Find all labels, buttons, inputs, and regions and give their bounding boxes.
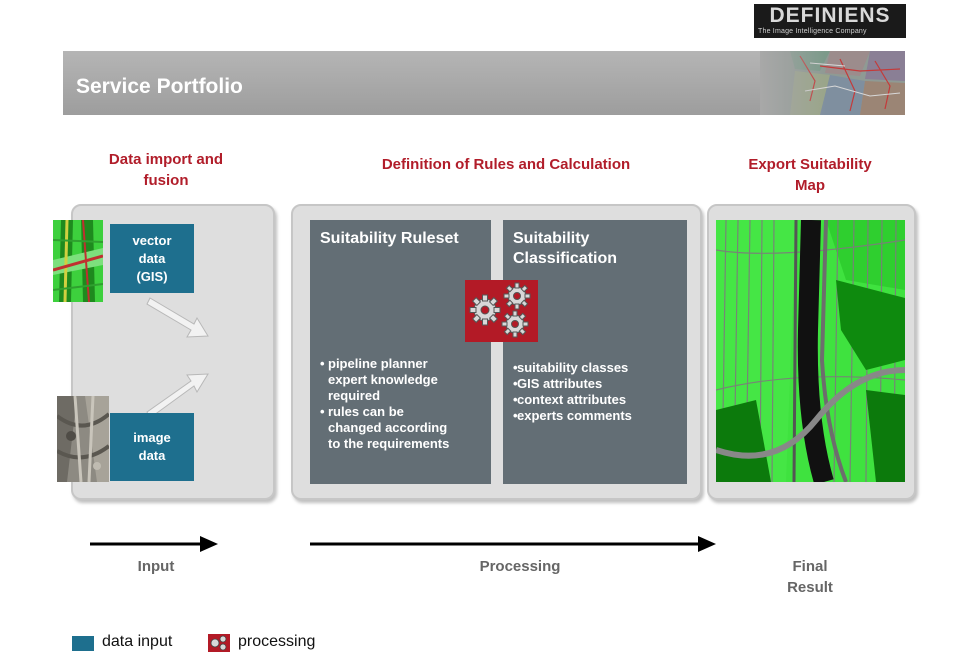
classification-bullet: experts comments (513, 408, 685, 424)
processing-arrow-icon (310, 536, 716, 552)
vector-data-thumbnail (53, 220, 103, 302)
ruleset-bullet-text: expert knowledge (328, 372, 438, 387)
ruleset-bullet-text: rules can be (328, 404, 404, 419)
classification-bullets: suitability classes GIS attributes conte… (513, 360, 685, 424)
legend-data-input-label: data input (102, 633, 173, 650)
header-map-image (760, 51, 905, 115)
export-heading-line2: Map (795, 177, 825, 194)
vector-line1: vector (132, 232, 172, 248)
classification-title: Suitability Classification (513, 229, 617, 269)
legend-processing-label: processing (238, 633, 316, 650)
legend-gears-icon (208, 634, 230, 652)
ruleset-bullet-text: changed according (328, 420, 448, 435)
image-data-thumbnail (57, 396, 109, 482)
final-result-label: Final Result (760, 556, 860, 598)
ruleset-bullet-text: pipeline planner (328, 356, 428, 371)
definiens-logo: DEFINIENS The Image Intelligence Company (754, 4, 906, 38)
export-heading-line1: Export Suitability (748, 156, 872, 173)
input-label: Input (137, 558, 175, 575)
image-line2: data (138, 448, 166, 463)
ruleset-title: Suitability Ruleset (320, 230, 459, 247)
page-title: Service Portfolio (76, 75, 243, 98)
vector-data-box: vector data (GIS) (110, 224, 194, 293)
logo-wordmark: DEFINIENS (769, 4, 891, 27)
logo-tagline: The Image Intelligence Company (758, 28, 867, 35)
classification-panel: Suitability Classification suitability c… (503, 220, 687, 484)
ruleset-bullet-text: required (328, 388, 381, 403)
image-data-box: image data (110, 413, 194, 481)
arrow-down-right (146, 297, 209, 338)
import-heading-line1: Data import and (108, 151, 224, 168)
gears-icon (465, 280, 538, 342)
classification-bullet: GIS attributes (513, 376, 685, 392)
ruleset-bullet: rules can be changed according to the re… (320, 404, 490, 452)
classification-bullet: suitability classes (513, 360, 685, 376)
processing-heading: Definition of Rules and Calculation (381, 156, 631, 173)
input-arrow-icon (90, 536, 218, 552)
final-result-line1: Final (792, 558, 828, 575)
arrow-up-right (146, 373, 209, 419)
import-heading-line2: fusion (143, 172, 189, 189)
merge-arrows (146, 297, 209, 419)
processing-label: Processing (479, 558, 561, 575)
ruleset-bullet-text: to the requirements (328, 436, 450, 451)
ruleset-panel: Suitability Ruleset pipeline planner exp… (310, 220, 491, 484)
vector-line2: data (138, 250, 166, 266)
classification-bullet: context attributes (513, 392, 685, 408)
image-line1: image (133, 430, 171, 445)
ruleset-bullets: pipeline planner expert knowledge requir… (320, 356, 490, 452)
vector-line3: (GIS) (136, 268, 168, 284)
classification-title-line1: Suitability (513, 230, 590, 247)
final-result-line2: Result (787, 579, 833, 596)
classification-title-line2: Classification (513, 250, 618, 267)
export-heading: Export Suitability Map (708, 154, 912, 196)
suitability-map-image (716, 220, 905, 482)
ruleset-bullet: pipeline planner expert knowledge requir… (320, 356, 490, 404)
legend-data-input-swatch (72, 636, 94, 651)
import-heading: Data import and fusion (60, 149, 272, 191)
